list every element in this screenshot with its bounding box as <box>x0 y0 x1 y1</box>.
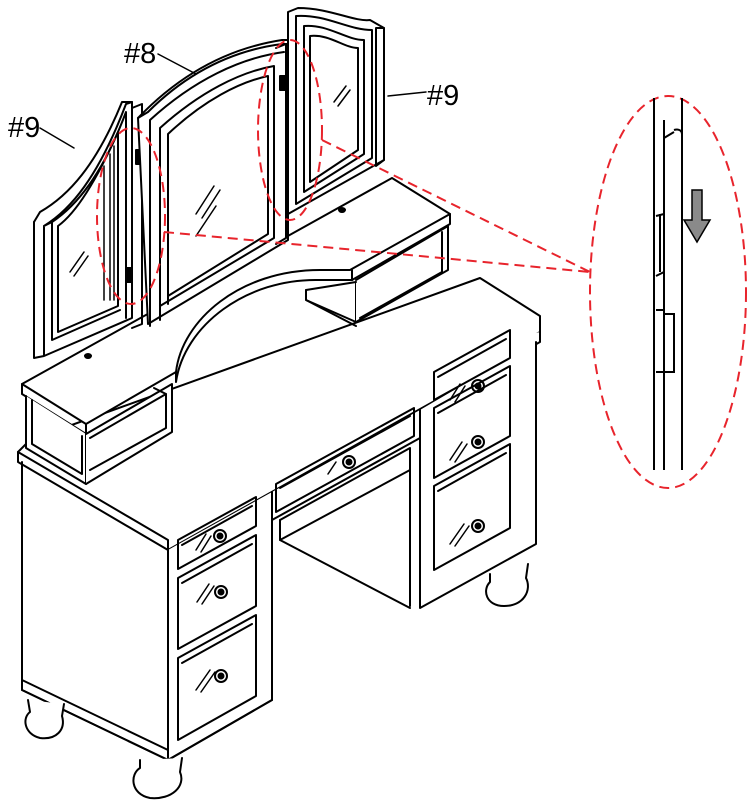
leader-lines <box>39 53 427 149</box>
right-pedestal-drawers <box>433 329 511 571</box>
detail-magnified <box>589 95 747 489</box>
drawer-right-1 <box>433 329 511 401</box>
hutch-top <box>21 177 451 425</box>
center-mirror <box>137 39 289 327</box>
foot-right-front <box>485 563 529 607</box>
foot-left-front <box>132 757 183 800</box>
mount-hole <box>338 207 346 213</box>
highlight-right-hinge <box>257 39 323 221</box>
vanity-desk <box>17 277 541 800</box>
drawer-right-3 <box>433 443 511 571</box>
left-pedestal-drawers <box>177 496 257 741</box>
hinge <box>125 267 132 283</box>
bun-feet <box>24 563 529 800</box>
knob <box>342 455 356 469</box>
detail-pointer-upper <box>321 139 591 273</box>
knob <box>213 529 227 543</box>
center-drawer <box>275 407 415 513</box>
knob <box>214 585 228 599</box>
drawer-left-3 <box>177 614 257 741</box>
mount-hole <box>84 353 92 359</box>
knob <box>471 519 485 533</box>
reflection-marks <box>195 383 470 693</box>
knob <box>471 379 485 393</box>
down-arrow-icon <box>682 189 712 244</box>
hinge <box>279 75 286 91</box>
knob <box>214 669 228 683</box>
knobs <box>213 379 485 683</box>
left-mirror <box>33 101 133 359</box>
callout-right-mirror: #9 <box>427 80 460 112</box>
foot-left-back <box>24 699 65 740</box>
hutch <box>21 177 451 485</box>
drawer-right-2 <box>433 365 511 479</box>
callout-center-mirror: #8 <box>124 38 157 70</box>
hinge-detail-callout <box>96 39 747 489</box>
right-mirror <box>287 7 385 215</box>
drawer-left-1 <box>177 496 257 570</box>
drawer-left-2 <box>177 534 257 650</box>
knob <box>471 435 485 449</box>
right-pedestal <box>419 341 537 609</box>
magnified-hinge <box>653 98 683 470</box>
detail-pointer-lower <box>163 231 591 273</box>
highlight-left-hinge <box>96 127 166 305</box>
callout-left-mirror: #9 <box>8 112 41 144</box>
